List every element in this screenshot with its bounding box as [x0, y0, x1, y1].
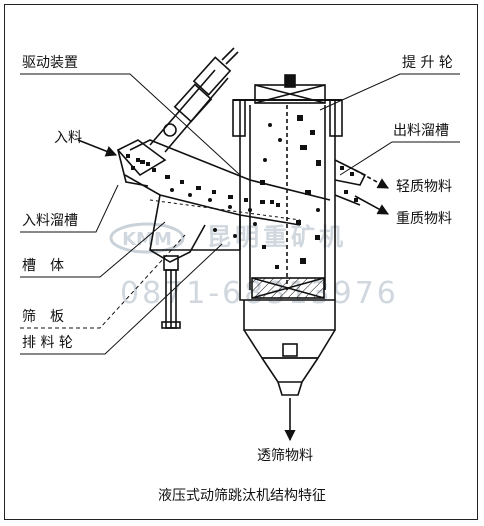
flow-arrows	[77, 139, 389, 442]
discharge-chute	[334, 159, 367, 206]
label-elevator: 提 升 轮	[402, 55, 453, 71]
elevator-wheel-housing	[232, 74, 343, 301]
label-tank-body: 槽 体	[22, 258, 64, 274]
watermark-logo: KMM	[109, 222, 185, 254]
label-light-material: 轻质物料	[396, 179, 452, 195]
label-drive: 驱动装置	[22, 55, 78, 71]
feed-arrow	[77, 139, 118, 157]
diagram-frame	[4, 4, 478, 520]
label-feed: 入料	[54, 130, 82, 146]
label-screen-plate: 筛 板	[22, 309, 64, 325]
watermark-company: 昆明重矿机	[207, 223, 347, 251]
leader-lines	[20, 73, 460, 355]
hydraulic-cylinder	[161, 255, 181, 329]
leader-tank	[20, 221, 166, 278]
discharge-material	[340, 166, 358, 202]
leader-elevator	[319, 73, 460, 111]
label-discharge-chute: 出料溜槽	[393, 123, 449, 139]
svg-text:KMM: KMM	[122, 229, 172, 250]
screen-plate-line	[149, 199, 301, 221]
label-heavy-material: 重质物料	[396, 211, 452, 227]
heavy-material-arrow	[354, 195, 389, 215]
feed-chute-material	[126, 154, 150, 170]
figure-caption: 液压式动筛跳汰机结构特征	[158, 488, 326, 504]
leader-drive	[20, 73, 241, 176]
leader-feed-chute	[20, 184, 119, 233]
leader-discharge-chute	[339, 141, 460, 176]
tank-material	[140, 160, 280, 238]
leader-screen-plate	[20, 234, 186, 329]
label-through-screen: 透筛物料	[257, 448, 313, 464]
drive-device	[149, 47, 239, 153]
label-discharge-wheel: 排 料 轮	[22, 335, 73, 351]
label-feed-chute: 入料溜槽	[22, 213, 78, 229]
leader-discharge-wheel	[20, 243, 223, 355]
bottom-cone	[243, 300, 336, 396]
light-material-arrow	[354, 169, 389, 189]
